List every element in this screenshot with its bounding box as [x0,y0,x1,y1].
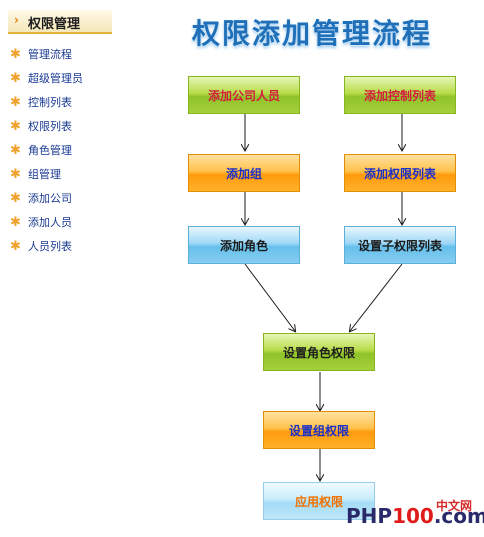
sidebar-item-control-list[interactable]: ✱ 控制列表 [10,94,120,114]
sidebar-item-label[interactable]: 角色管理 [28,144,72,157]
logo-text-suffix: .com [433,504,484,528]
flow-set-group-permission-button[interactable]: 设置组权限 [263,411,375,449]
sidebar-item-label[interactable]: 人员列表 [28,240,72,253]
flow-add-role-button[interactable]: 添加角色 [188,226,300,264]
sidebar-item-add-company[interactable]: ✱ 添加公司 [10,190,120,210]
flow-add-permission-list-button[interactable]: 添加权限列表 [344,154,456,192]
star-icon: ✱ [10,143,21,158]
sidebar: › 权限管理 ✱ 管理流程 ✱ 超级管理员 ✱ 控制列表 ✱ 权限列表 ✱ 角色… [0,0,120,537]
sidebar-item-add-person[interactable]: ✱ 添加人员 [10,214,120,234]
star-icon: ✱ [10,119,21,134]
star-icon: ✱ [10,191,21,206]
flow-add-group-button[interactable]: 添加组 [188,154,300,192]
arrow-role-to-set-role [244,263,295,331]
sidebar-item-group-manage[interactable]: ✱ 组管理 [10,166,120,186]
star-icon: ✱ [10,71,21,86]
sidebar-item-permission-list[interactable]: ✱ 权限列表 [10,118,120,138]
sidebar-item-label[interactable]: 添加人员 [28,216,72,229]
star-icon: ✱ [10,167,21,182]
flow-add-control-list-button[interactable]: 添加控制列表 [344,76,456,114]
chevron-right-icon: › [14,13,19,27]
logo-text-accent: 100 [392,504,434,528]
sidebar-item-label[interactable]: 权限列表 [28,120,72,133]
flow-add-company-person-button[interactable]: 添加公司人员 [188,76,300,114]
sidebar-item-person-list[interactable]: ✱ 人员列表 [10,238,120,258]
sidebar-item-manage-flow[interactable]: ✱ 管理流程 [10,46,120,66]
sidebar-item-label[interactable]: 管理流程 [28,48,72,61]
sidebar-title: 权限管理 [28,17,81,32]
sidebar-item-label[interactable]: 组管理 [28,168,61,181]
star-icon: ✱ [10,215,21,230]
page-title: 权限添加管理流程 [192,17,433,50]
flow-set-sub-permission-list-button[interactable]: 设置子权限列表 [344,226,456,264]
star-icon: ✱ [10,95,21,110]
sidebar-item-role-manage[interactable]: ✱ 角色管理 [10,142,120,162]
star-icon: ✱ [10,47,21,62]
sidebar-item-label[interactable]: 超级管理员 [28,72,83,85]
logo-text-main: PHP [346,504,393,528]
sidebar-header: › 权限管理 [8,10,112,34]
sidebar-item-label[interactable]: 添加公司 [28,192,72,205]
logo-cn-text: 中文网 [436,499,473,513]
sidebar-item-label[interactable]: 控制列表 [28,96,72,109]
arrow-sub-to-set-role [350,263,403,331]
flow-set-role-permission-button[interactable]: 设置角色权限 [263,333,375,371]
sidebar-item-super-admin[interactable]: ✱ 超级管理员 [10,70,120,90]
site-logo: PHP100.com [346,504,484,528]
flow-apply-permission-button[interactable]: 应用权限 [263,482,375,520]
star-icon: ✱ [10,239,21,254]
